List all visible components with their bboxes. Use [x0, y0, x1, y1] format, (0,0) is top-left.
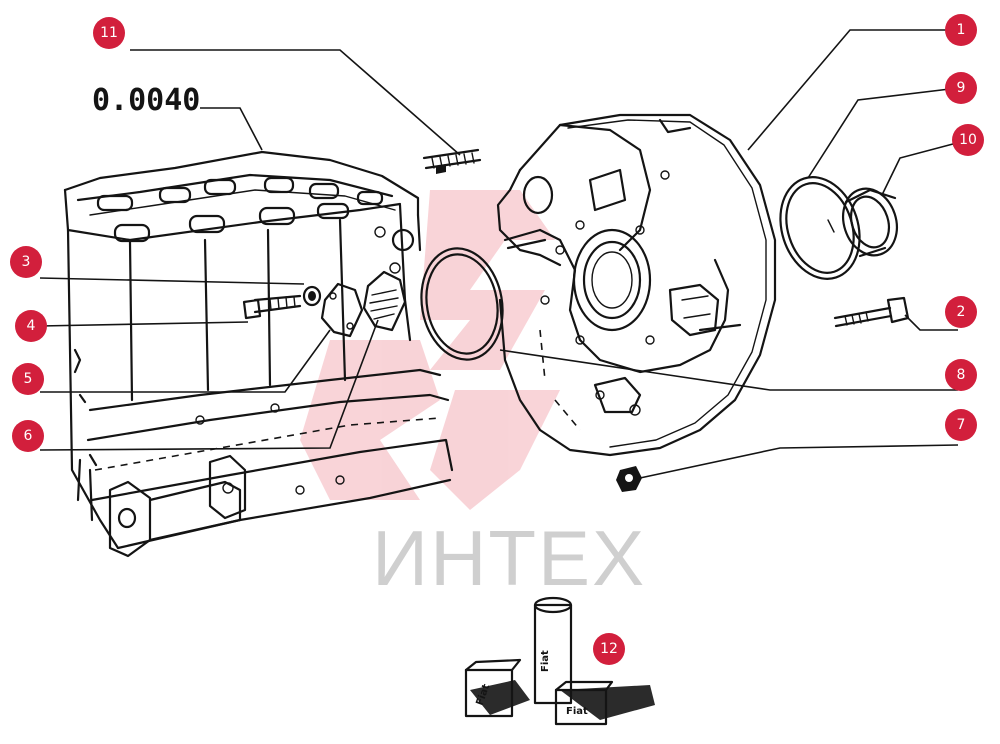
watermark-logo — [300, 190, 560, 510]
watermark-text: ИНТЕХ — [372, 514, 646, 602]
svg-text:Fiat: Fiat — [566, 706, 588, 717]
svg-text:5: 5 — [24, 371, 33, 387]
part-bolt-2 — [833, 296, 910, 328]
callout-11: 11 — [93, 17, 125, 49]
callout-10: 10 — [952, 124, 984, 156]
part-sealant-12: Fiat Fiat Fiat — [464, 596, 655, 726]
part-bushing-10 — [842, 187, 898, 258]
part-nut-7 — [616, 466, 642, 492]
leader-lines — [39, 29, 969, 479]
callout-3: 3 — [10, 246, 42, 278]
code-leader — [200, 107, 263, 151]
part-stud-11 — [422, 148, 482, 174]
callout-1: 1 — [945, 14, 977, 46]
callout-8: 8 — [945, 359, 977, 391]
part-housing-1 — [496, 113, 777, 457]
callout-2: 2 — [945, 296, 977, 328]
svg-text:3: 3 — [22, 254, 31, 270]
svg-text:10: 10 — [959, 132, 977, 148]
svg-text:11: 11 — [100, 25, 118, 41]
part-cover-5 — [320, 282, 364, 338]
svg-text:4: 4 — [27, 318, 36, 334]
part-nut-3 — [302, 285, 322, 307]
callout-7: 7 — [945, 409, 977, 441]
svg-text:6: 6 — [24, 428, 33, 444]
diagram-code: 0.0040 — [92, 83, 200, 118]
svg-text:8: 8 — [957, 367, 966, 383]
callout-6: 6 — [12, 420, 44, 452]
callout-4: 4 — [15, 310, 47, 342]
svg-text:2: 2 — [957, 304, 966, 320]
part-oring-8 — [420, 247, 504, 361]
callout-5: 5 — [12, 363, 44, 395]
part-gasket-6 — [362, 270, 407, 332]
svg-text:12: 12 — [600, 641, 618, 657]
svg-text:1: 1 — [957, 22, 966, 38]
callout-12: 12 — [593, 633, 625, 665]
svg-text:9: 9 — [957, 80, 966, 96]
svg-text:7: 7 — [957, 417, 966, 433]
part-seal-9 — [779, 176, 861, 280]
callout-9: 9 — [945, 72, 977, 104]
svg-text:Fiat: Fiat — [540, 650, 551, 672]
part-stud-4 — [242, 294, 302, 320]
